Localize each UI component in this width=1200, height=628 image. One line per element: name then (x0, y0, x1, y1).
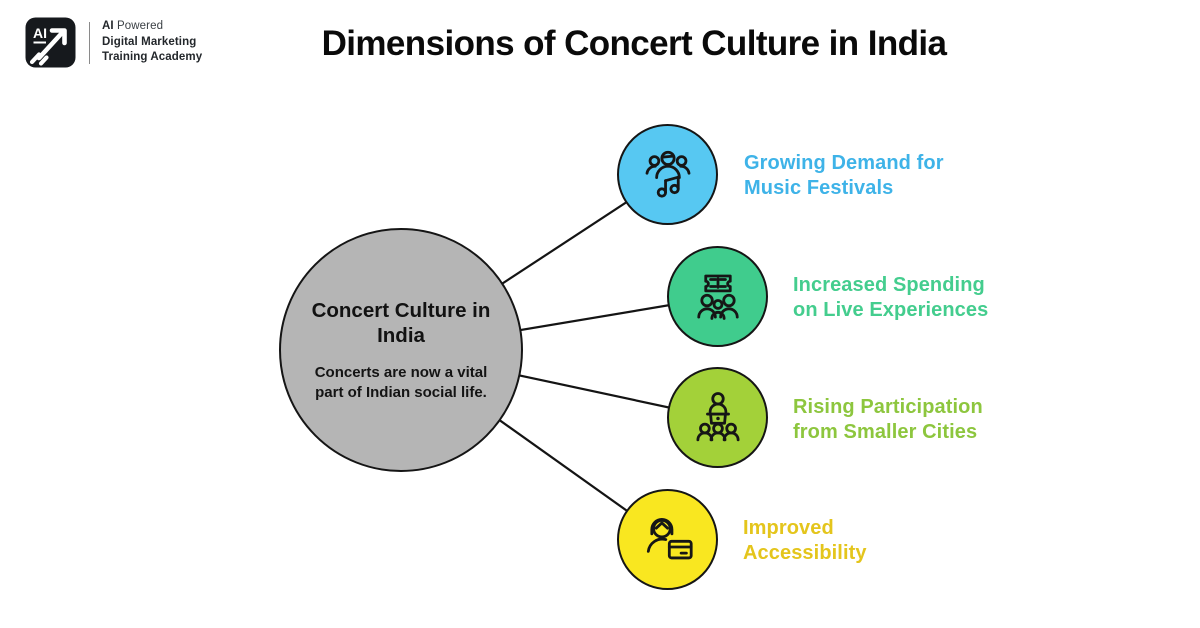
logo-line3: Training Academy (102, 51, 203, 64)
node-label-live-spending: Increased Spending on Live Experiences (793, 274, 989, 321)
node-label-smaller-cities: Rising Participation from Smaller Cities (793, 396, 983, 443)
central-topic-title: Concert Culture in India (311, 299, 491, 347)
node-circle-music-festivals (617, 124, 718, 225)
podium-audience-icon (695, 391, 740, 441)
logo-divider (89, 21, 90, 64)
logo-badge-text: AI (33, 25, 47, 41)
node-circle-smaller-cities (667, 367, 768, 468)
node-label-music-festivals: Growing Demand for Music Festivals (744, 152, 944, 199)
ticket-crowd-icon (696, 274, 739, 320)
logo-wordmark: AI Powered Digital Marketing Training Ac… (102, 19, 202, 67)
brand-logo: AI AI Powered Digital Marketing Training… (25, 17, 202, 68)
node-circle-accessibility (617, 489, 718, 590)
crowd-music-icon (645, 150, 690, 198)
ai-arrow-logo-icon: AI (25, 17, 76, 68)
central-topic-circle: Concert Culture in India Concerts are no… (279, 228, 523, 472)
person-card-icon (646, 517, 693, 559)
central-topic-subtitle: Concerts are now a vital part of Indian … (314, 364, 488, 401)
page-title: Dimensions of Concert Culture in India (321, 24, 947, 63)
logo-line2: Digital Marketing (102, 35, 197, 48)
logo-line1-bold: AI (102, 19, 114, 32)
node-label-accessibility: Improved Accessibility (743, 517, 867, 564)
logo-line1-rest: Powered (113, 19, 164, 32)
node-circle-live-spending (667, 246, 768, 347)
